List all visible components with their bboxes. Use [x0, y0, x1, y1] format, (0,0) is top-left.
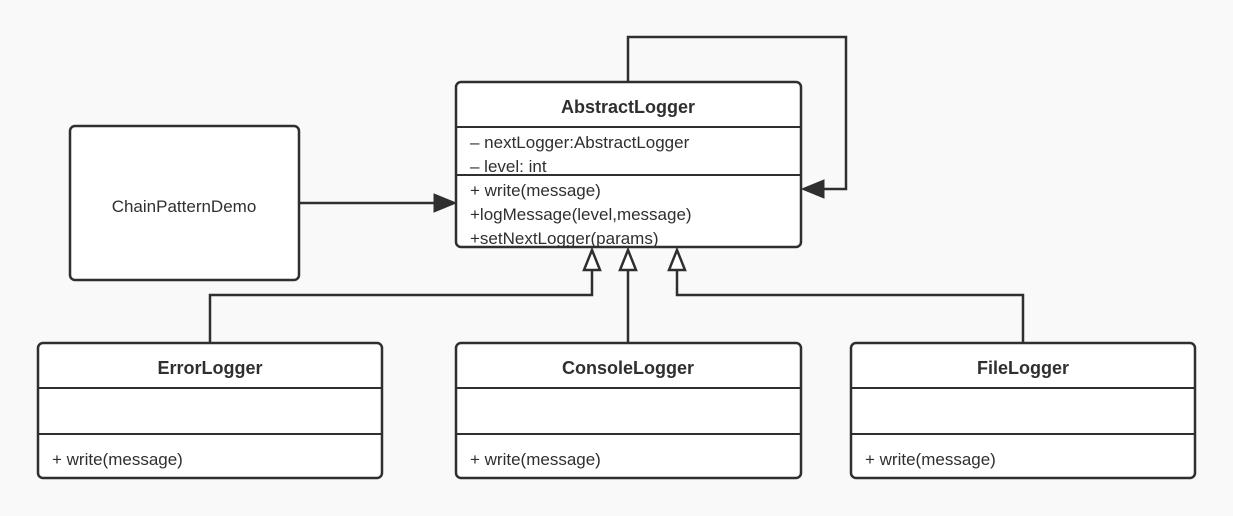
attribute-level: – level: int — [470, 157, 547, 176]
association-edge-client-to-abstract — [299, 193, 458, 213]
class-file-logger[interactable]: FileLogger + write(message) — [849, 341, 1197, 480]
class-name: ErrorLogger — [157, 358, 262, 378]
generalization-edge-file-logger — [667, 246, 1025, 343]
attribute-next-logger: – nextLogger:AbstractLogger — [470, 133, 690, 152]
class-name: ConsoleLogger — [562, 358, 694, 378]
method-write: + write(message) — [470, 181, 601, 200]
class-chain-pattern-demo[interactable]: ChainPatternDemo — [68, 124, 301, 282]
filled-arrowhead — [433, 193, 458, 213]
self-association-edge-next-logger — [626, 35, 848, 199]
class-name: AbstractLogger — [561, 97, 695, 117]
class-console-logger[interactable]: ConsoleLogger + write(message) — [454, 341, 803, 480]
class-name: FileLogger — [977, 358, 1069, 378]
filled-arrowhead — [800, 179, 825, 199]
hollow-triangle-arrowhead — [618, 246, 638, 272]
generalization-edge-error-logger — [208, 246, 602, 343]
class-name: ChainPatternDemo — [112, 197, 257, 216]
generalization-edge-console-logger — [618, 246, 638, 343]
method-write: + write(message) — [865, 450, 996, 469]
method-write: + write(message) — [52, 450, 183, 469]
class-abstract-logger[interactable]: AbstractLogger – nextLogger:AbstractLogg… — [454, 80, 803, 249]
hollow-triangle-arrowhead — [667, 246, 687, 272]
method-log-message: +logMessage(level,message) — [470, 205, 692, 224]
method-write: + write(message) — [470, 450, 601, 469]
class-error-logger[interactable]: ErrorLogger + write(message) — [36, 341, 384, 480]
method-set-next-logger: +setNextLogger(params) — [470, 229, 659, 248]
hollow-triangle-arrowhead — [582, 246, 602, 272]
